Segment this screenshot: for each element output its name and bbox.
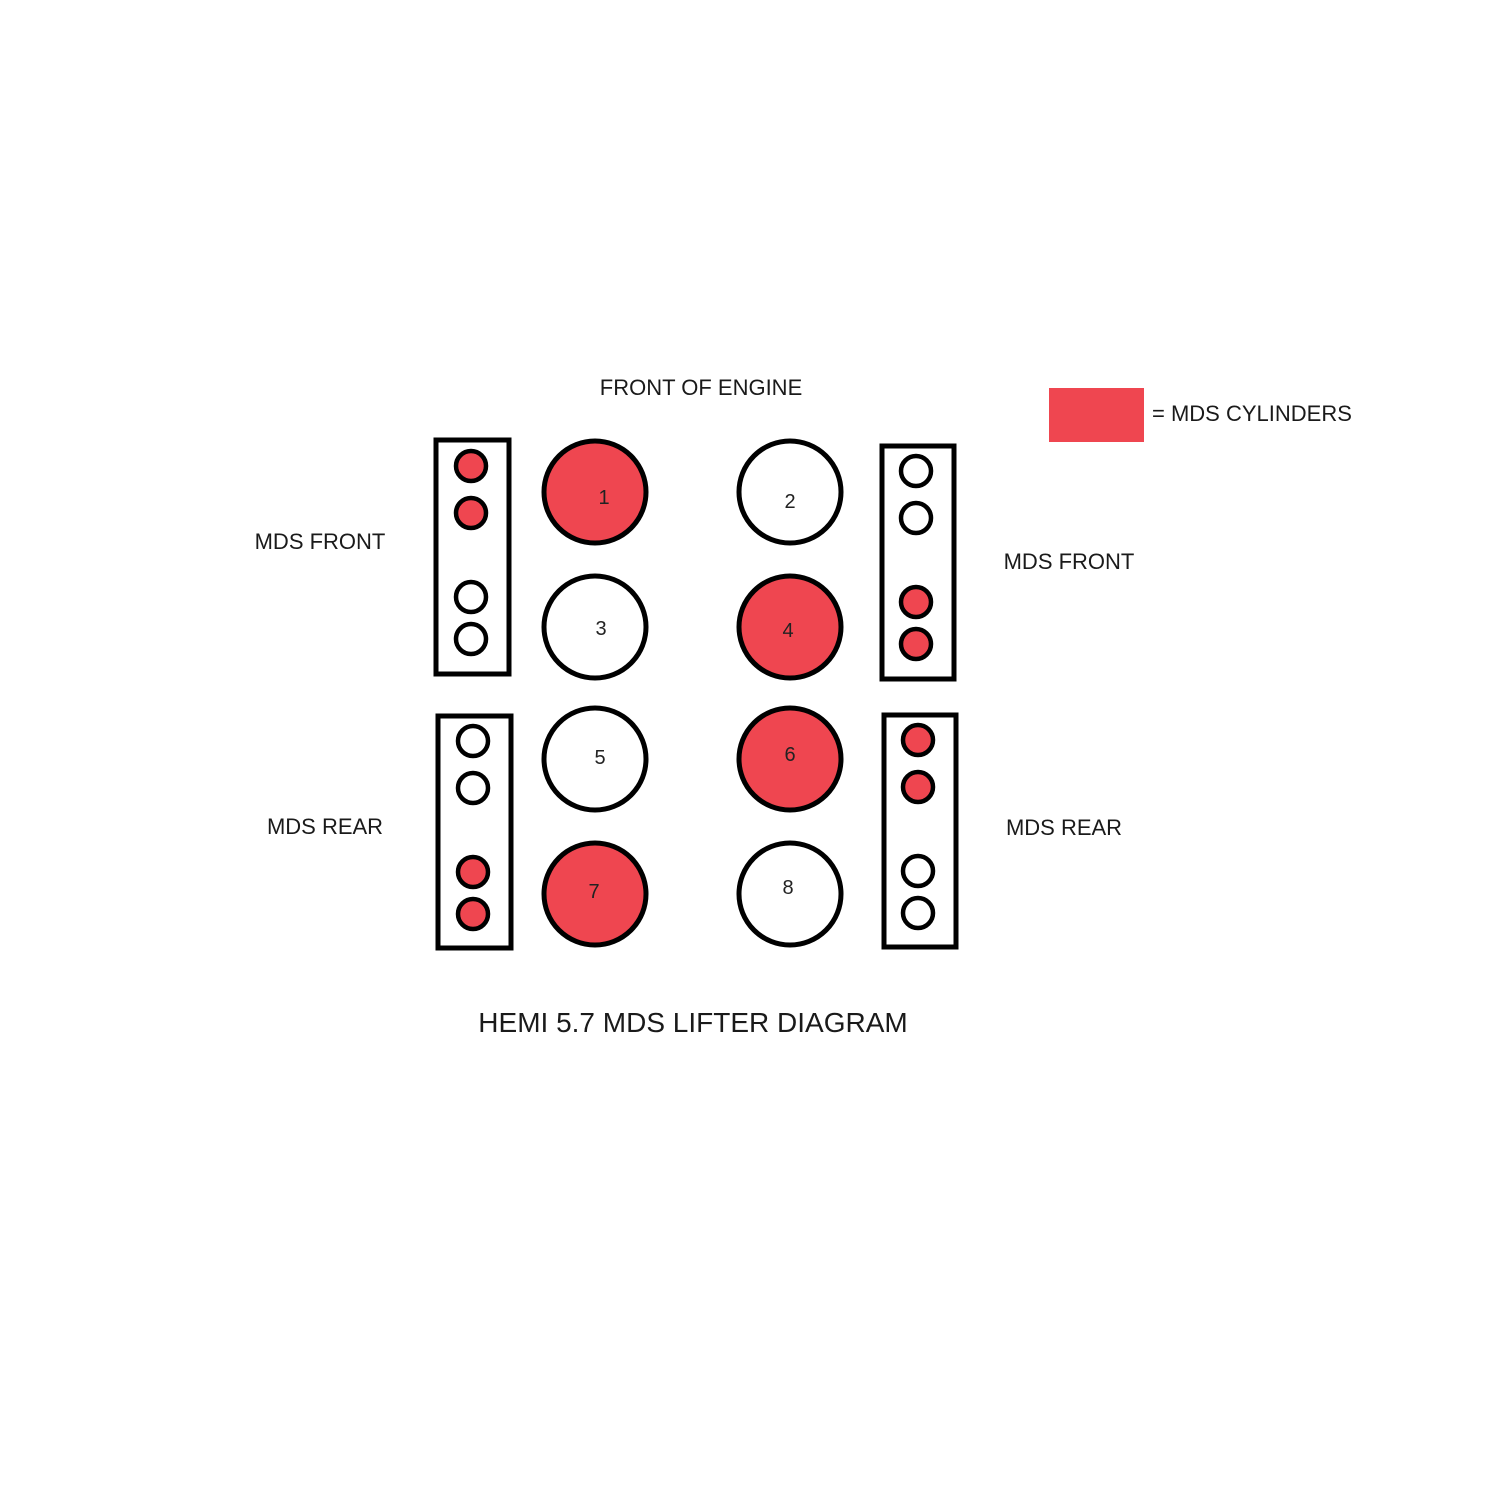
cylinder-2-circle (736, 438, 844, 546)
lifter-left-rear-2 (455, 770, 491, 806)
lifter-right-rear-1 (900, 722, 936, 758)
cylinder-6-number: 6 (784, 744, 795, 766)
lifter-bank-right-front (879, 443, 957, 682)
lifter-group-left-front (433, 437, 512, 677)
cylinder-5-circle (541, 705, 649, 813)
lifter-right-front-3 (898, 584, 934, 620)
left-front-label: MDS FRONT (255, 529, 386, 554)
lifter-right-front-1 (898, 453, 934, 489)
cylinder-1: 1 (541, 438, 649, 546)
lifter-right-front-2 (898, 500, 934, 536)
cylinder-8-circle (736, 840, 844, 948)
lifter-left-rear-4 (455, 896, 491, 932)
cylinder-4-number: 4 (782, 620, 793, 642)
cylinder-3-circle (541, 573, 649, 681)
lifter-left-front-4 (453, 621, 489, 657)
lifter-left-rear-3 (455, 854, 491, 890)
lifter-left-front-3 (453, 579, 489, 615)
cylinder-7: 7 (541, 840, 649, 948)
cylinder-3: 3 (541, 573, 649, 681)
cylinder-2-number: 2 (784, 491, 795, 513)
cylinder-3-number: 3 (595, 618, 606, 640)
lifter-left-front-2 (453, 495, 489, 531)
right-front-label: MDS FRONT (1004, 549, 1135, 574)
legend-text: = MDS CYLINDERS (1152, 401, 1352, 426)
lifter-left-rear-1 (455, 723, 491, 759)
cylinder-5-number: 5 (594, 747, 605, 769)
cylinder-8: 8 (736, 840, 844, 948)
lifter-bank-right-rear (881, 712, 959, 950)
front-of-engine-label: FRONT OF ENGINE (600, 375, 803, 400)
cylinder-1-circle (541, 438, 649, 546)
left-rear-label: MDS REAR (267, 814, 383, 839)
cylinder-7-number: 7 (588, 881, 599, 903)
cylinder-1-number: 1 (598, 487, 609, 509)
cylinder-2: 2 (736, 438, 844, 546)
cylinder-6: 6 (736, 705, 844, 813)
cylinder-6-circle (736, 705, 844, 813)
lifter-bank-left-rear (435, 713, 514, 951)
lifter-bank-left-front (433, 437, 512, 677)
lifter-right-front-4 (898, 626, 934, 662)
lifter-right-rear-4 (900, 895, 936, 931)
cylinder-4: 4 (736, 573, 844, 681)
cylinder-5: 5 (541, 705, 649, 813)
lifter-right-rear-2 (900, 769, 936, 805)
legend-swatch (1049, 388, 1144, 442)
legend: = MDS CYLINDERS (1049, 388, 1352, 442)
cylinder-7-circle (541, 840, 649, 948)
lifter-right-rear-3 (900, 853, 936, 889)
lifter-group-left-rear (435, 713, 514, 951)
diagram-title: HEMI 5.7 MDS LIFTER DIAGRAM (478, 1007, 907, 1038)
cylinder-8-number: 8 (782, 877, 793, 899)
lifter-group-right-front (879, 443, 957, 682)
lifter-left-front-1 (453, 448, 489, 484)
lifter-group-right-rear (881, 712, 959, 950)
cylinder-4-circle (736, 573, 844, 681)
right-rear-label: MDS REAR (1006, 815, 1122, 840)
